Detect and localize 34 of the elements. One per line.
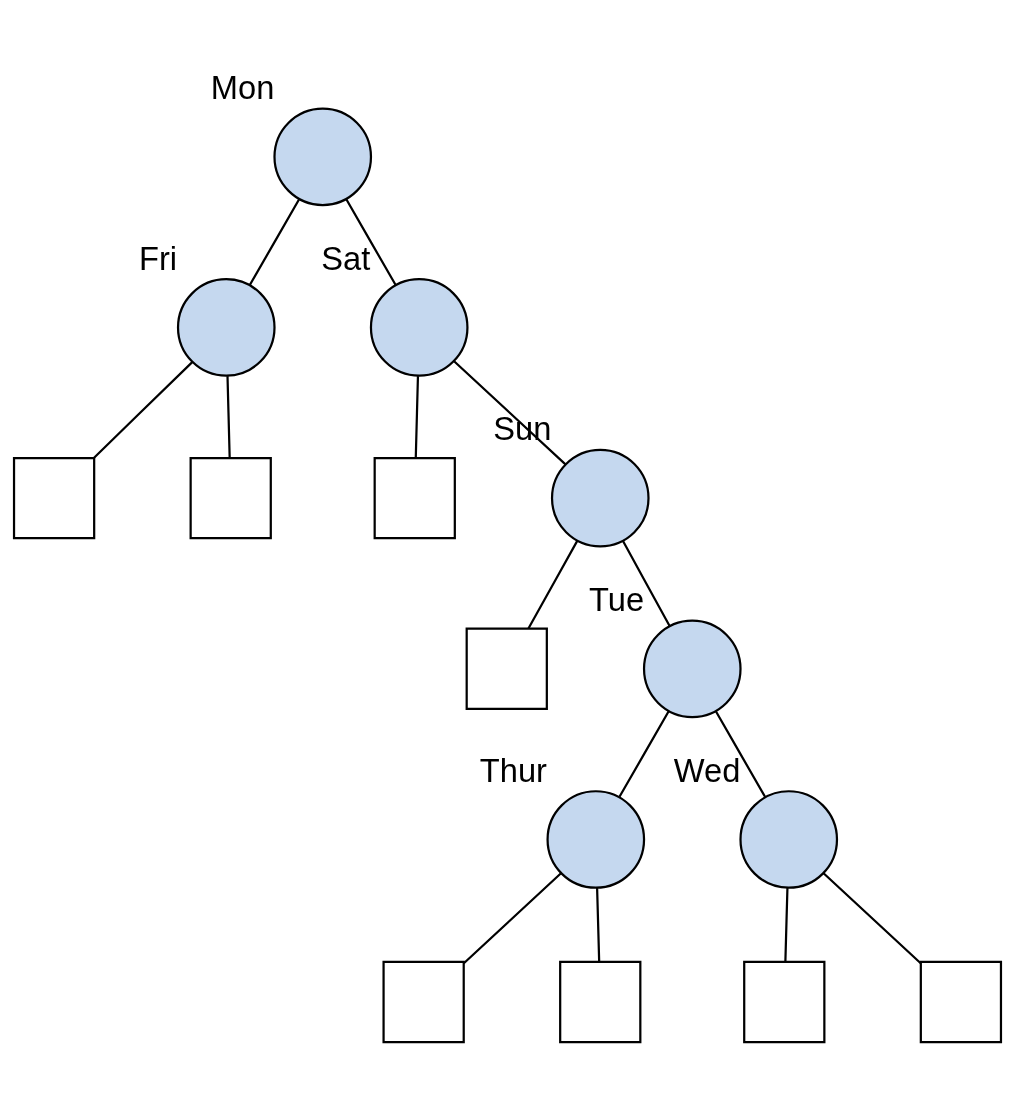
connector bbox=[463, 872, 562, 965]
node-box bbox=[189, 456, 272, 540]
node-label: Tue bbox=[589, 581, 645, 619]
node-circle bbox=[546, 790, 646, 889]
node-circle bbox=[273, 107, 373, 207]
connector bbox=[93, 361, 193, 459]
connector bbox=[345, 198, 397, 286]
node-box bbox=[559, 960, 642, 1044]
connector bbox=[822, 872, 922, 965]
node-label: Wed bbox=[673, 751, 741, 789]
connector bbox=[414, 376, 420, 458]
node-box bbox=[12, 456, 96, 540]
node-circle bbox=[369, 278, 469, 377]
connector bbox=[249, 198, 301, 286]
node-label: Sat bbox=[321, 239, 371, 277]
node-circle bbox=[550, 448, 650, 548]
connector bbox=[622, 540, 671, 627]
connector bbox=[596, 887, 601, 962]
node-circle bbox=[642, 619, 742, 719]
node-box bbox=[919, 960, 1003, 1044]
connector bbox=[527, 540, 579, 629]
node-circle bbox=[739, 790, 839, 889]
connector bbox=[226, 376, 231, 458]
node-box bbox=[373, 456, 456, 540]
connector bbox=[714, 710, 766, 798]
node-label: Thur bbox=[479, 751, 547, 789]
connector bbox=[784, 887, 789, 962]
node-label: Fri bbox=[138, 239, 178, 277]
node-box bbox=[382, 960, 465, 1044]
node-box bbox=[743, 960, 826, 1044]
node-label: Mon bbox=[210, 69, 275, 107]
connector bbox=[618, 710, 670, 798]
node-box bbox=[465, 627, 548, 710]
node-circle bbox=[176, 278, 276, 377]
